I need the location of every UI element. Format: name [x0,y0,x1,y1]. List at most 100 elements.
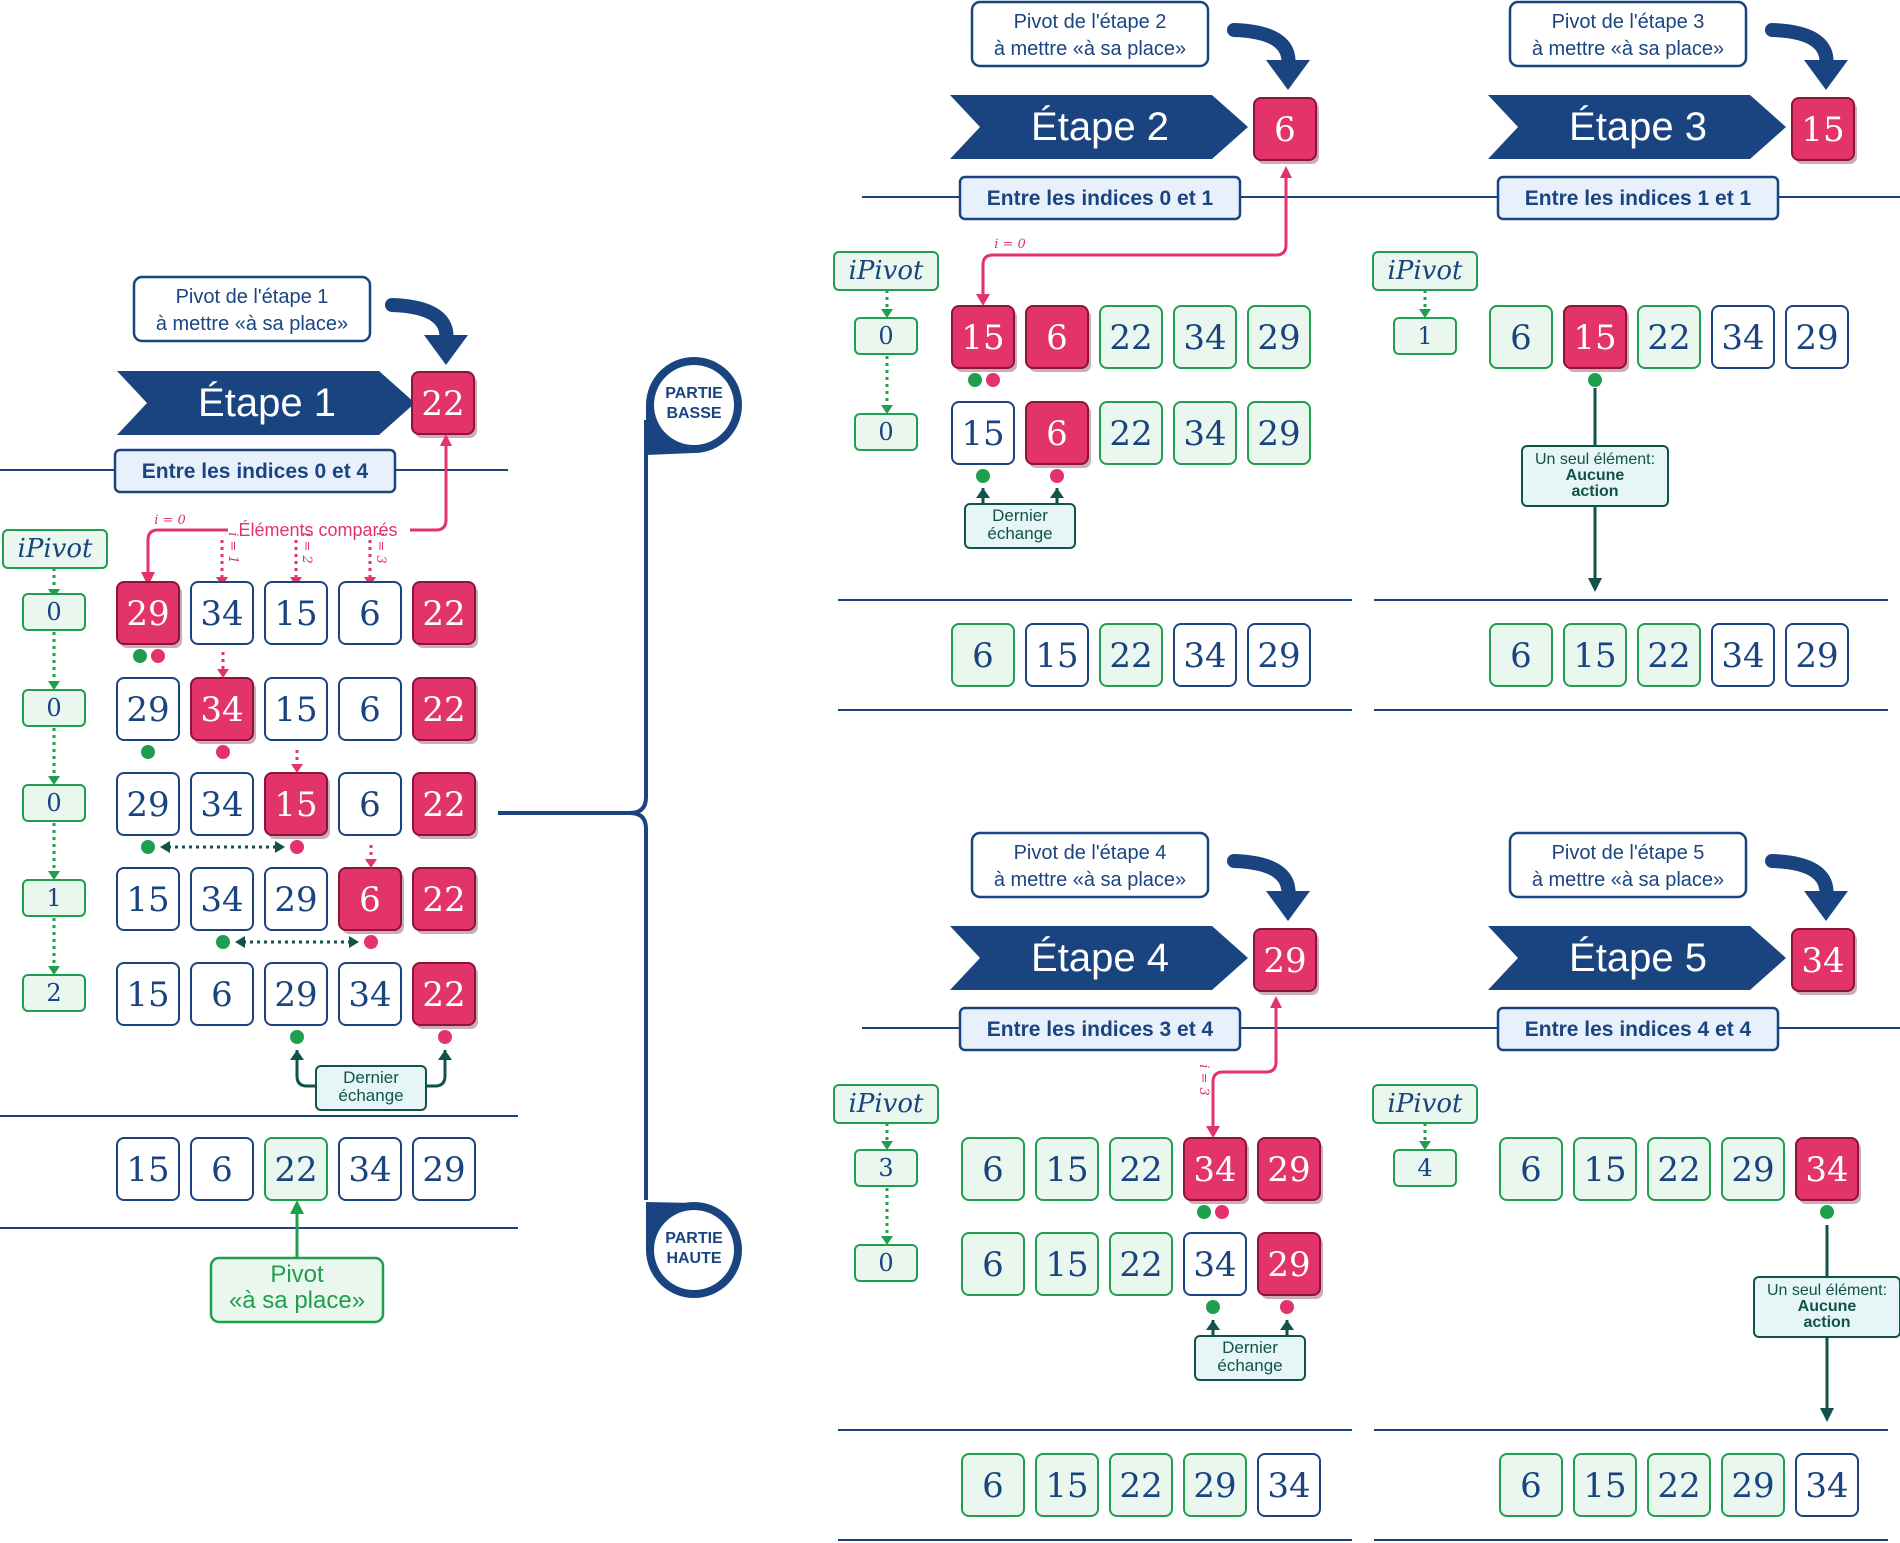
step1-row2-cell3 [338,772,402,836]
step3-row0-cell4 [1785,305,1849,369]
step1-row3-cell1-value: 34 [200,880,243,920]
step1-ipivot-0-value: 0 [46,598,61,626]
step4-dot-g0 [1197,1205,1211,1219]
step4-last-swap-head-r [1280,1320,1294,1330]
step3-result-cell2 [1637,623,1701,687]
step1-row2-cell1 [190,772,254,836]
step3-result-cell4-value: 29 [1795,636,1838,676]
step2-pivot-box [1253,97,1317,161]
step2-dot-p1 [1050,469,1064,483]
step2-compared-head [1280,166,1292,178]
step1-ipivot-3-value: 1 [46,884,61,912]
step1-ipivot-2 [22,784,86,822]
step5-row0-cell4 [1795,1137,1859,1201]
step1-ipivot-0 [22,593,86,631]
step2-pivot-callout [970,0,1210,68]
step4-row0-cell0-value: 6 [982,1150,1004,1190]
step1-dot-p1 [216,745,230,759]
step5-row0-cell4-value: 34 [1805,1150,1848,1190]
step5-ip-arrow-0-head [1419,1141,1431,1150]
step1-curved-arrow-head [424,335,468,365]
step4-last-swap [1194,1335,1306,1381]
step4-last-swap-text-line: échange [1217,1356,1282,1375]
step1-row4-cell4-value: 22 [422,975,465,1015]
step5-result-cell3-value: 29 [1731,1466,1774,1506]
step1-compared-label: Éléments comparés [238,520,397,540]
step4-row0-cell4-value: 29 [1267,1150,1310,1190]
step1-row4-cell4 [412,962,476,1026]
step1-row3-cell4 [412,867,476,931]
step1-i-label-2: i = 2 [299,532,314,564]
step5-result-cell4 [1795,1453,1859,1517]
step1-row0-cell4-value: 22 [422,594,465,634]
step5-pivot-callout-text: Pivot de l'étape 5à mettre «à sa place» [1532,842,1724,891]
step4-row1-cell3 [1183,1232,1247,1296]
step2-result-cell3 [1173,623,1237,687]
step1-pivot-box-value: 22 [421,384,464,424]
step3-result-cell1 [1563,623,1627,687]
step4-pivot-callout-text-line: Pivot de l'étape 4 [1014,842,1167,864]
step1-i0-line [146,528,228,575]
step4-row0-cell3-value: 34 [1193,1150,1236,1190]
step2-ip-arrow-1-head [881,405,893,414]
step3-result-cell2-value: 22 [1647,636,1690,676]
step3-result-cell1-value: 15 [1573,636,1616,676]
step4-dot-g1 [1206,1300,1220,1314]
step3-banner-title: Étape 3 [1569,104,1707,149]
step1-swap-arrow-2-head-r [349,936,359,948]
step4-banner-title: Étape 4 [1031,935,1169,980]
step4-result-cell0 [961,1453,1025,1517]
step1-row-arrow-3-head [365,859,377,868]
step1-pivot-callout-text-line: à mettre «à sa place» [156,313,348,335]
step4-row1-cell2 [1109,1232,1173,1296]
step1-dot-g0 [133,649,147,663]
step1-pivot-callout [132,275,372,343]
step5-row0-cell2-value: 22 [1657,1150,1700,1190]
step5-banner [1488,926,1786,990]
step1-dot-g4 [290,1030,304,1044]
step2-row0-cell3 [1173,305,1237,369]
step5-pivot-callout-text-line: Pivot de l'étape 5 [1552,842,1705,864]
step5-row0-cell0 [1499,1137,1563,1201]
step2-result-cell2-value: 22 [1109,636,1152,676]
step1-ip-arrow-4-head [48,966,60,975]
step3-result-cell3 [1711,623,1775,687]
step1-row1-cell3-value: 6 [359,690,381,730]
step2-row1-cell1 [1025,401,1089,465]
step1-row3-cell2 [264,867,328,931]
step1-dot-g1 [141,745,155,759]
step4-result-cell1 [1035,1453,1099,1517]
step1-result-cell3-value: 34 [348,1150,391,1190]
step4-row1-cell1 [1035,1232,1099,1296]
step1-result-cell4-value: 29 [422,1150,465,1190]
step1-ip-arrow-2-head [48,776,60,785]
step4-ip-arrow-0-head [881,1141,893,1150]
step1-row3-cell3-value: 6 [359,880,381,920]
step1-row4-cell3 [338,962,402,1026]
step1-i-label-0: i = 0 [154,513,186,528]
step1-pivot-callout-text: Pivot de l'étape 1à mettre «à sa place» [156,286,348,335]
step1-row0-cell3 [338,581,402,645]
step3-row0-cell0 [1489,305,1553,369]
step2-i-label-0: i = 0 [994,237,1026,252]
step2-last-swap-head-r [1050,488,1064,498]
step1-banner [117,371,415,435]
step1-result-cell1-value: 6 [211,1150,233,1190]
step3-row0-cell1-value: 15 [1573,318,1616,358]
step4-ip-arrow-1-head [881,1236,893,1245]
step2-banner-title: Étape 2 [1031,104,1169,149]
step2-ipivot-1 [854,413,918,451]
step5-row0-cell1-value: 15 [1583,1150,1626,1190]
step5-pivot-box [1791,928,1855,992]
step1-row3-cell2-value: 29 [274,880,317,920]
step2-curved-arrow-head [1266,60,1310,90]
pin-top-inner [654,365,734,445]
step1-row4-cell3-value: 34 [348,975,391,1015]
step4-compared-head [1270,996,1282,1008]
step4-result-cell0-value: 6 [982,1466,1004,1506]
step4-i3-head [1206,1126,1220,1138]
